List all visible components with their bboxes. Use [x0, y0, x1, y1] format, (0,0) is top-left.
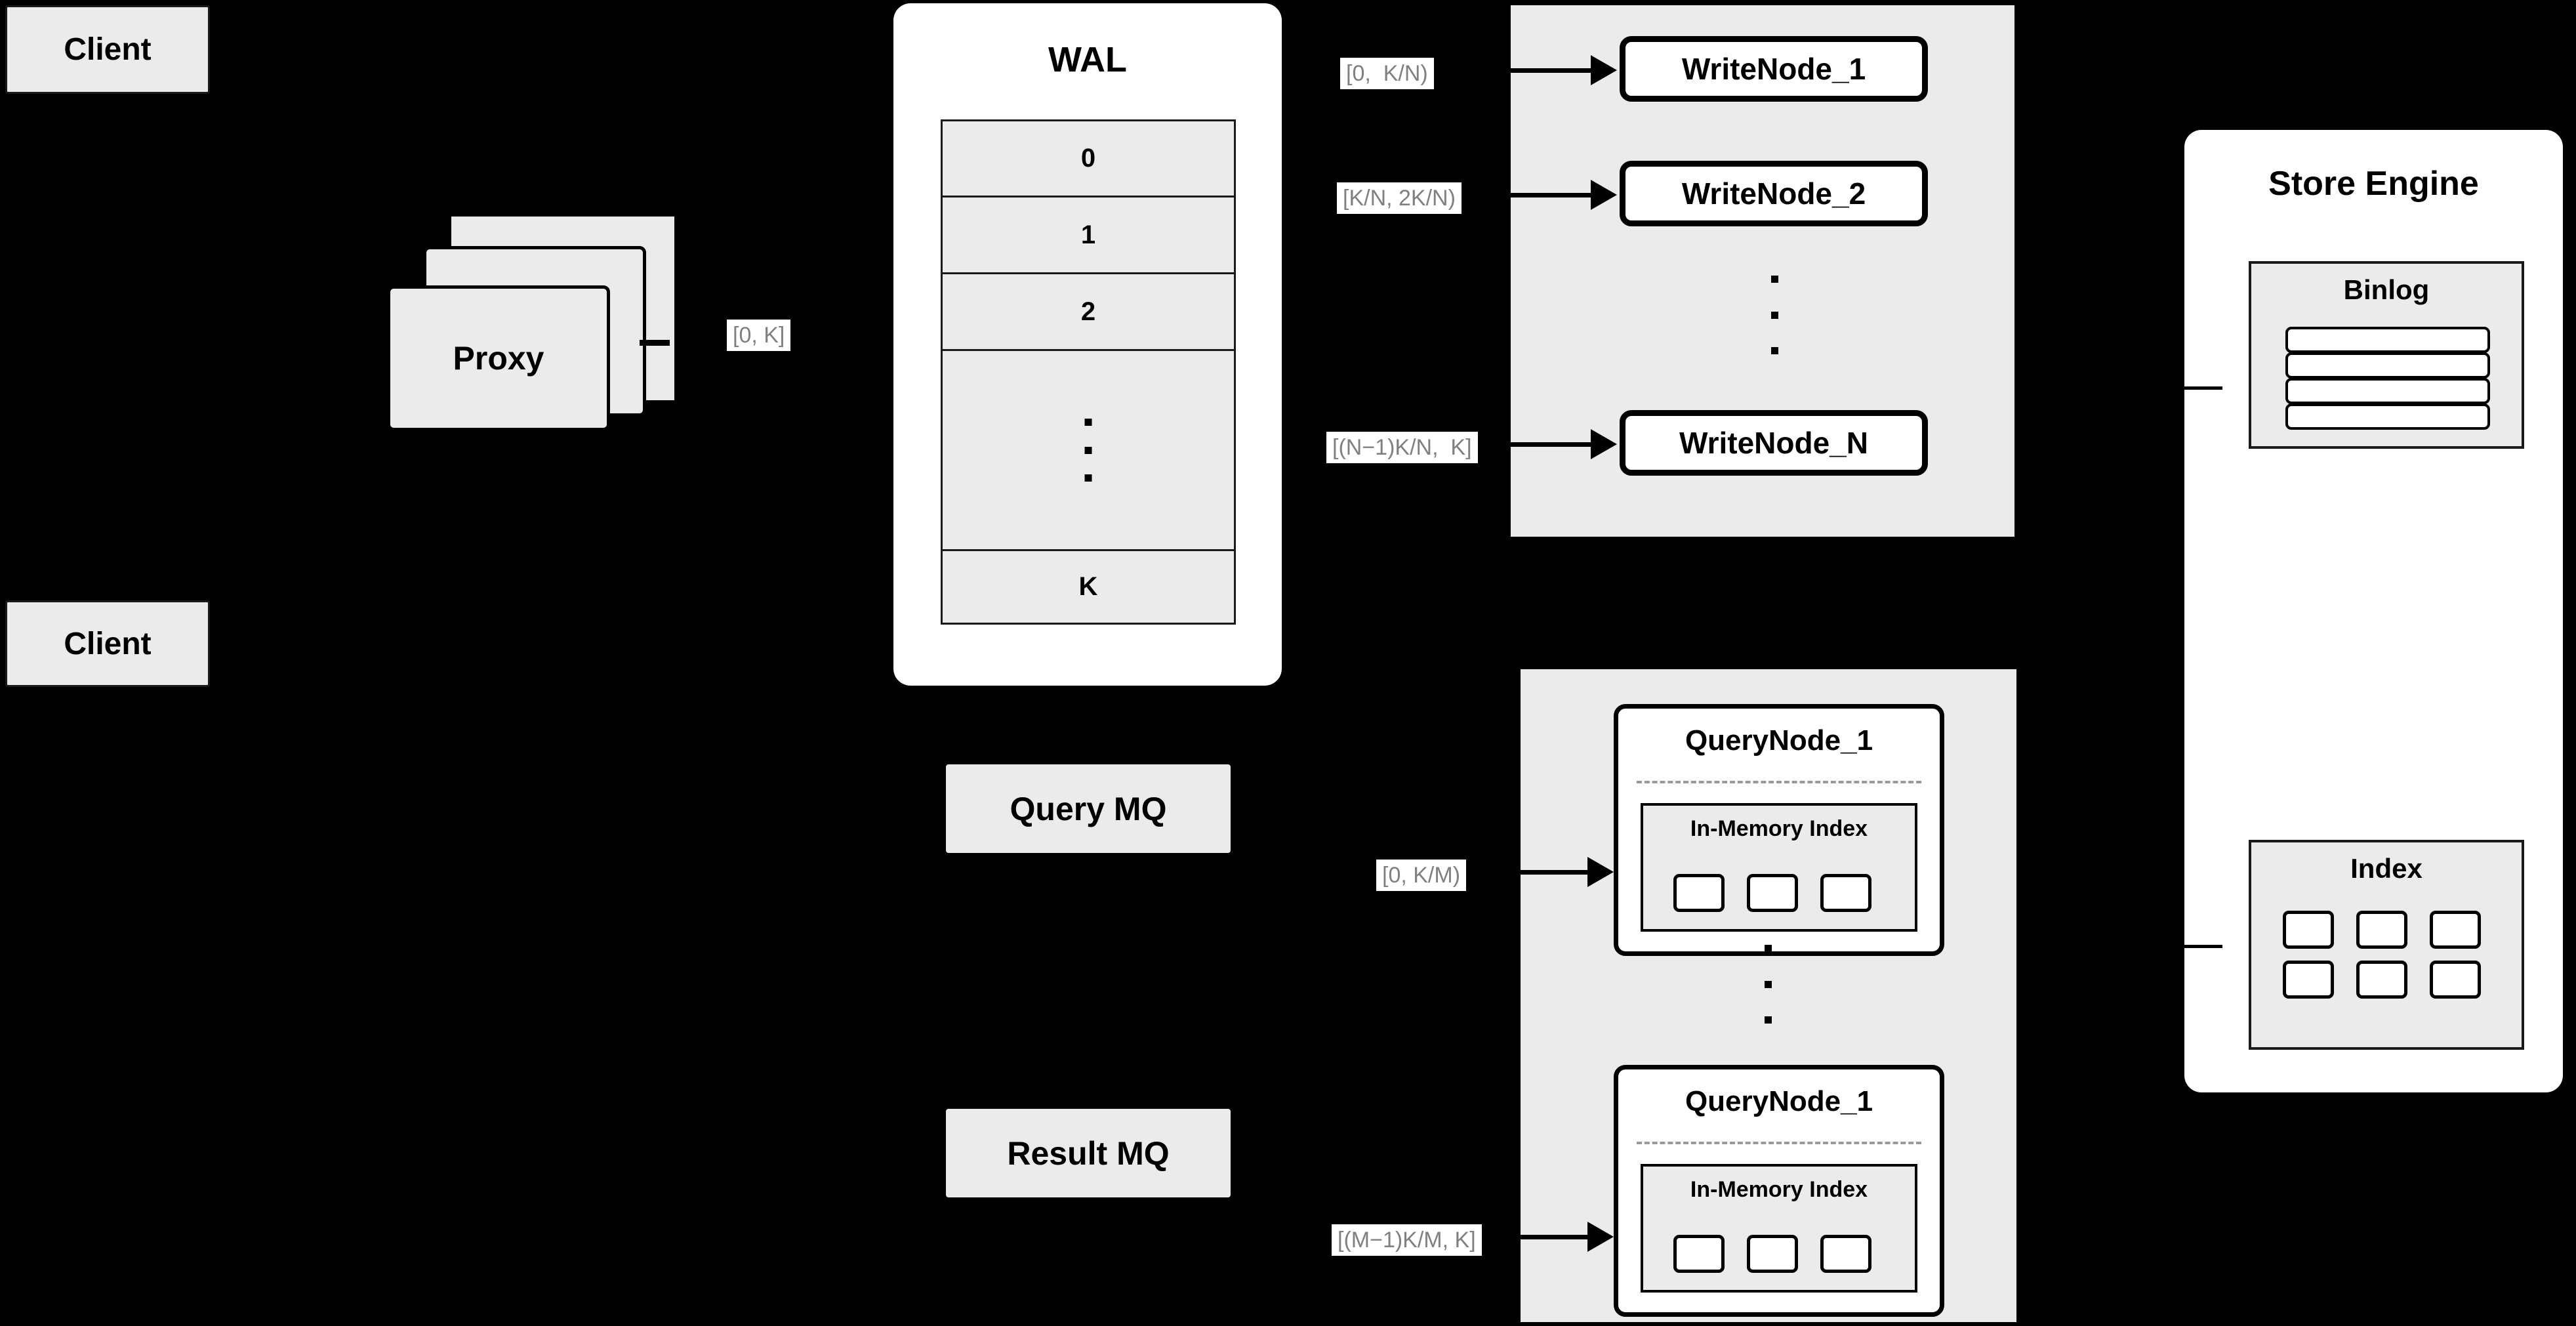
query-mq-label: Query MQ [1010, 790, 1167, 827]
wal-row-table: 0 1 2 K [941, 119, 1236, 625]
wal-row: K [943, 551, 1234, 623]
index-cell [2283, 961, 2334, 999]
write-node-1-label: WriteNode_1 [1681, 52, 1866, 86]
index-cell [2356, 961, 2407, 999]
arrow-line-to-write-node-2 [1505, 193, 1607, 197]
edge-label-query-node-2-range: [(M−1)K/M, K] [1332, 1224, 1482, 1256]
wal-row-label: 2 [1080, 297, 1096, 326]
in-memory-index-title: In-Memory Index [1690, 816, 1868, 841]
index-cell [2356, 911, 2407, 949]
binlog-row [2285, 327, 2490, 353]
client-node-1-label: Client [64, 32, 152, 67]
wal-row-ellipsis [943, 351, 1234, 551]
query-node-2-in-memory-index: In-Memory Index [1641, 1164, 1917, 1293]
write-node-n[interactable]: WriteNode_N [1620, 410, 1928, 476]
in-memory-index-cell [1673, 1235, 1725, 1273]
in-memory-index-cell [1747, 1235, 1798, 1273]
wal-row-label: K [1078, 572, 1098, 601]
client-node-2[interactable]: Client [5, 600, 210, 687]
edge-label-query-node-1-range: [0, K/M) [1376, 860, 1467, 891]
query-node-1[interactable]: QueryNode_1 In-Memory Index [1614, 704, 1944, 956]
result-mq-node[interactable]: Result MQ [946, 1109, 1231, 1197]
arrow-right-filled-icon [1591, 429, 1617, 459]
query-node-1-label: QueryNode_1 [1685, 724, 1873, 756]
client-node-1[interactable]: Client [5, 5, 210, 94]
proxy-connector-stub [640, 340, 670, 346]
result-mq-label: Result MQ [1007, 1134, 1170, 1172]
arrow-right-filled-icon [1591, 55, 1617, 85]
query-node-1-separator [1637, 781, 1921, 783]
query-node-2-label: QueryNode_1 [1685, 1085, 1873, 1117]
binlog-row [2285, 404, 2490, 430]
index-cell [2430, 961, 2481, 999]
in-memory-index-cell [1820, 1235, 1871, 1273]
vertical-ellipsis-icon [1770, 276, 1779, 354]
edge-label-write-node-2-range: [K/N, 2K/N) [1337, 182, 1462, 214]
wal-row: 1 [943, 197, 1234, 274]
edge-label-write-node-n-range: [(N−1)K/N, K] [1326, 432, 1478, 463]
arrow-line-to-index [2184, 945, 2222, 948]
arrow-right-filled-icon [1587, 857, 1614, 887]
proxy-node[interactable]: Proxy [387, 285, 610, 431]
write-node-n-label: WriteNode_N [1679, 426, 1868, 460]
wal-title: WAL [1048, 40, 1127, 79]
index-title: Index [2350, 853, 2423, 884]
edge-label-proxy-to-wal: [0, K] [727, 320, 791, 351]
client-node-2-label: Client [64, 626, 152, 661]
arrow-line-to-binlog [2184, 386, 2222, 390]
edge-label-write-node-1-range: [0, K/N) [1340, 58, 1434, 89]
vertical-ellipsis-icon [1763, 945, 1772, 1024]
arrow-right-filled-icon [1591, 180, 1617, 210]
proxy-node-label: Proxy [453, 340, 544, 377]
arrow-line-to-query-node-2 [1505, 1235, 1604, 1239]
query-node-2[interactable]: QueryNode_1 In-Memory Index [1614, 1065, 1944, 1317]
write-node-2-label: WriteNode_2 [1681, 176, 1866, 211]
in-memory-index-cell [1747, 874, 1798, 912]
in-memory-index-cell [1673, 874, 1725, 912]
wal-row: 2 [943, 274, 1234, 351]
binlog-row [2285, 378, 2490, 404]
wal-row-label: 1 [1080, 220, 1096, 249]
arrow-line-to-write-node-1 [1505, 68, 1607, 73]
binlog-title: Binlog [2343, 274, 2430, 305]
vertical-ellipsis-icon [1084, 419, 1092, 482]
binlog-row [2285, 352, 2490, 379]
wal-row: 0 [943, 121, 1234, 197]
in-memory-index-title: In-Memory Index [1690, 1177, 1868, 1202]
arrow-line-to-query-node-1 [1505, 870, 1604, 875]
arrow-right-filled-icon [1587, 1222, 1614, 1252]
index-cell [2283, 911, 2334, 949]
wal-row-label: 0 [1080, 144, 1096, 173]
in-memory-index-cell [1820, 874, 1871, 912]
write-node-2[interactable]: WriteNode_2 [1620, 161, 1928, 226]
arrow-line-to-write-node-n [1505, 442, 1607, 447]
store-engine-title: Store Engine [2268, 165, 2479, 203]
index-group: Index [2249, 840, 2524, 1050]
write-node-1[interactable]: WriteNode_1 [1620, 36, 1928, 102]
query-mq-node[interactable]: Query MQ [946, 764, 1231, 853]
index-cell [2430, 911, 2481, 949]
query-node-1-in-memory-index: In-Memory Index [1641, 803, 1917, 932]
binlog-group: Binlog [2249, 261, 2524, 449]
query-node-2-separator [1637, 1142, 1921, 1144]
